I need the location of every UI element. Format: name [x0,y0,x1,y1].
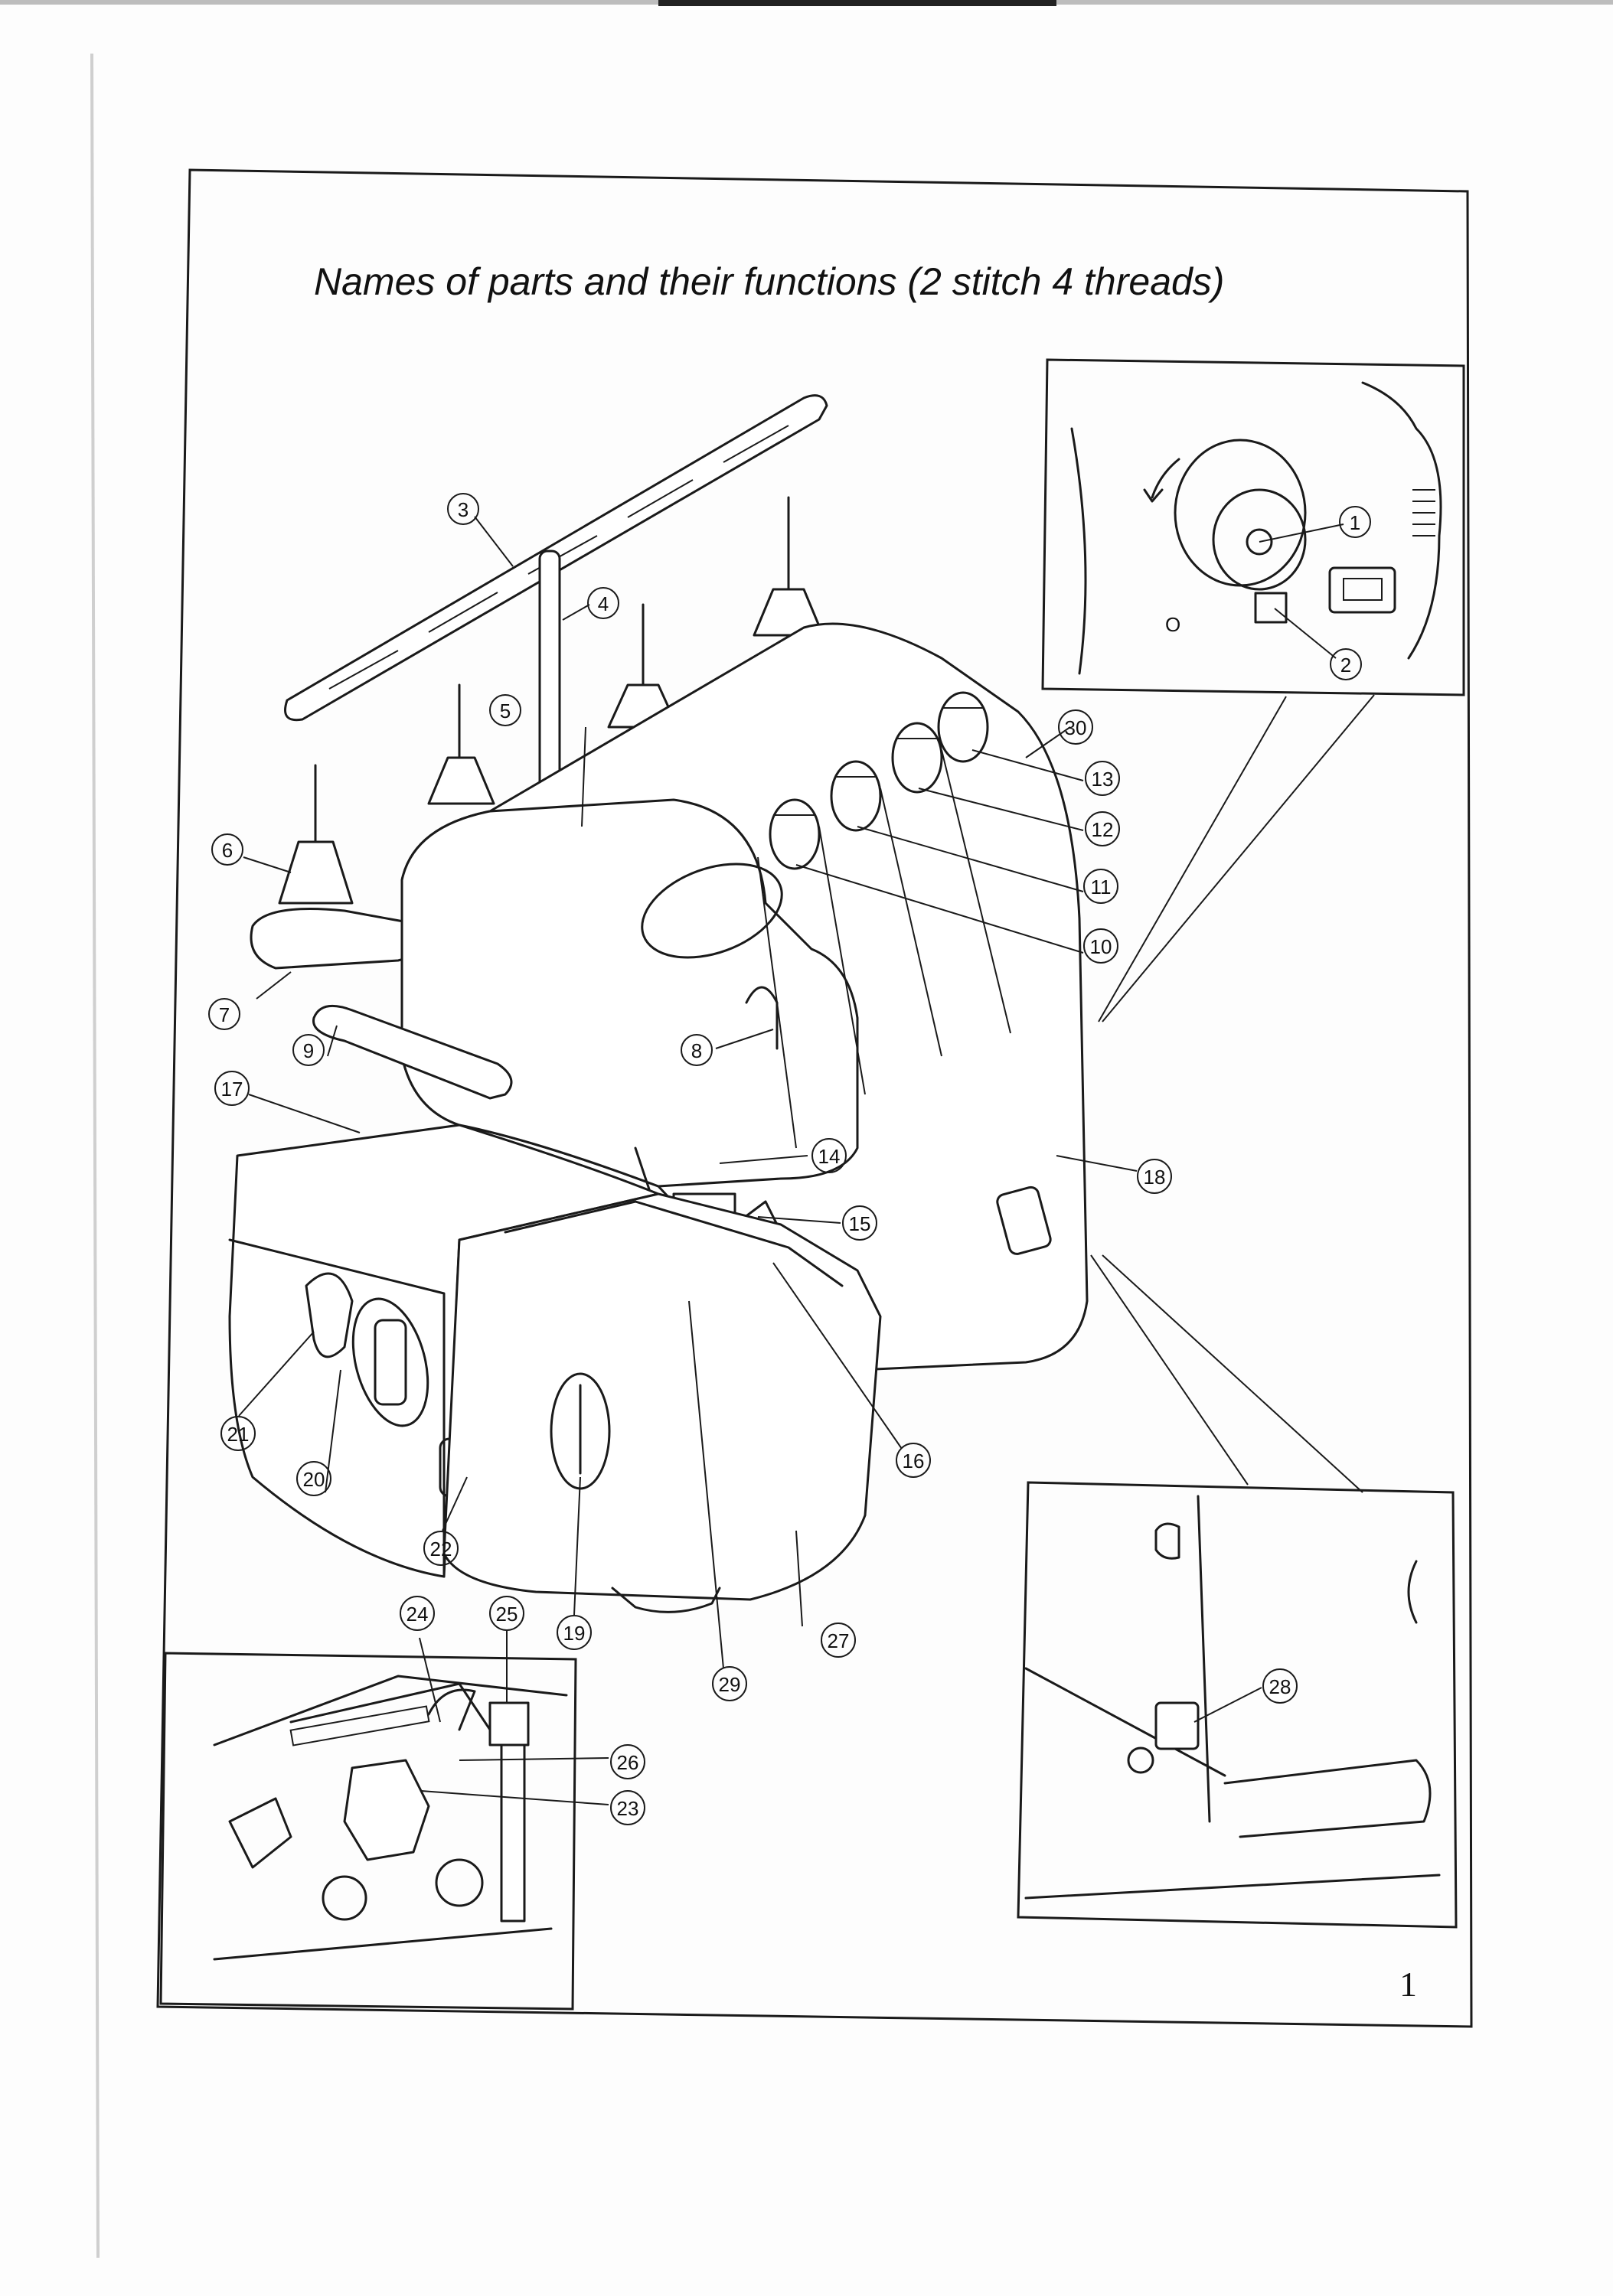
svg-text:23: 23 [617,1797,639,1820]
svg-text:17: 17 [221,1078,243,1101]
callout-23: 23 [610,1790,645,1825]
svg-text:26: 26 [617,1751,639,1774]
svg-text:27: 27 [828,1629,850,1652]
svg-text:24: 24 [407,1603,429,1626]
diagram-frame [156,168,1473,2028]
svg-text:1: 1 [1350,511,1360,534]
svg-text:14: 14 [818,1145,841,1168]
rear-detail-inset [1017,1481,1458,1929]
svg-text:2: 2 [1340,654,1351,677]
power-switch-inset: O [1041,358,1465,1022]
spool-holder [278,840,354,905]
callout-5: 5 [489,694,521,726]
callout-leaders [238,516,1344,1805]
callout-13: 13 [1085,761,1120,796]
svg-text:7: 7 [219,1003,230,1026]
callout-10: 10 [1083,928,1118,964]
callout-3: 3 [447,493,479,525]
switch-off-mark: O [1165,613,1180,636]
svg-text:15: 15 [849,1212,871,1235]
svg-text:10: 10 [1090,935,1112,958]
callout-12: 12 [1085,811,1120,846]
svg-text:11: 11 [1091,876,1112,899]
callout-18: 18 [1137,1159,1172,1194]
callout-20: 20 [296,1461,331,1496]
callout-19: 19 [557,1615,592,1650]
svg-text:12: 12 [1092,818,1114,841]
callout-9: 9 [292,1034,325,1066]
callout-26: 26 [610,1744,645,1779]
callout-21: 21 [220,1416,256,1451]
scan-top-mark [658,0,1056,6]
callout-14: 14 [811,1138,847,1173]
callouts: 1 2 3 4 5 6 7 8 9 10 11 12 13 14 15 16 1… [208,493,1371,1825]
tension-dials [769,691,989,870]
page-title: Names of parts and their functions (2 st… [314,260,1224,303]
callout-28: 28 [1262,1668,1298,1704]
svg-text:9: 9 [303,1039,314,1062]
svg-text:28: 28 [1269,1675,1291,1698]
carrying-handle [312,1004,513,1100]
callout-25: 25 [489,1596,524,1631]
svg-text:29: 29 [719,1673,741,1696]
callout-15: 15 [842,1205,877,1241]
svg-text:25: 25 [496,1603,518,1626]
svg-text:8: 8 [691,1039,702,1062]
callout-22: 22 [423,1531,459,1566]
differential-feed-knob [374,1319,407,1406]
svg-text:16: 16 [903,1450,925,1473]
svg-text:18: 18 [1144,1166,1166,1189]
callout-1: 1 [1339,506,1371,538]
svg-text:22: 22 [430,1538,452,1561]
scan-left-edge [90,53,100,2258]
callout-17: 17 [214,1071,250,1106]
svg-text:13: 13 [1092,768,1114,791]
handwheel [1174,439,1307,587]
callout-24: 24 [400,1596,435,1631]
svg-text:3: 3 [458,498,469,521]
front-window [641,863,783,959]
callout-4: 4 [587,587,619,619]
svg-text:19: 19 [563,1622,586,1645]
svg-text:6: 6 [222,839,233,862]
svg-text:5: 5 [500,700,511,722]
power-socket [1328,566,1396,614]
callout-11: 11 [1083,869,1118,904]
svg-text:30: 30 [1065,716,1087,739]
overlock-machine [228,394,1363,1613]
front-looper-cover [442,1192,882,1601]
rear-switch [1154,1701,1200,1750]
side-latch [996,1186,1052,1255]
svg-text:20: 20 [303,1468,325,1491]
looper-inset [159,1652,577,2011]
callout-27: 27 [821,1623,856,1658]
svg-text:4: 4 [598,592,609,615]
callout-2: 2 [1330,648,1362,680]
power-switch [1254,592,1288,624]
page-number: 1 [1399,1965,1417,2004]
callout-29: 29 [712,1666,747,1701]
callout-6: 6 [211,833,243,866]
callout-8: 8 [681,1034,713,1066]
callout-16: 16 [896,1443,931,1478]
callout-7: 7 [208,998,240,1030]
stitch-length-knob [305,1272,354,1358]
svg-text:21: 21 [227,1423,250,1446]
callout-30: 30 [1058,709,1093,745]
